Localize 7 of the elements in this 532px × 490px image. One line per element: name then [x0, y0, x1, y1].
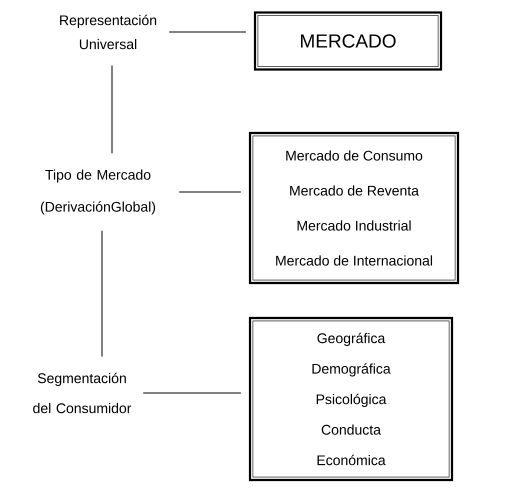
level-label: Tipo de Mercado (DerivaciónGlobal): [40, 169, 156, 215]
list-box: Geográfica Demográfica Psicológica Conducta Económica: [248, 316, 454, 482]
level-label: Segmentación del Consumidor: [33, 372, 132, 414]
level-label: Representación Universal: [60, 14, 156, 50]
list-box: MERCADO: [254, 11, 442, 71]
list-box: Mercado de Consumo Mercado de Reventa Mercado Industrial Mercado de Internacional: [248, 132, 460, 284]
connector-line: [142, 392, 242, 394]
